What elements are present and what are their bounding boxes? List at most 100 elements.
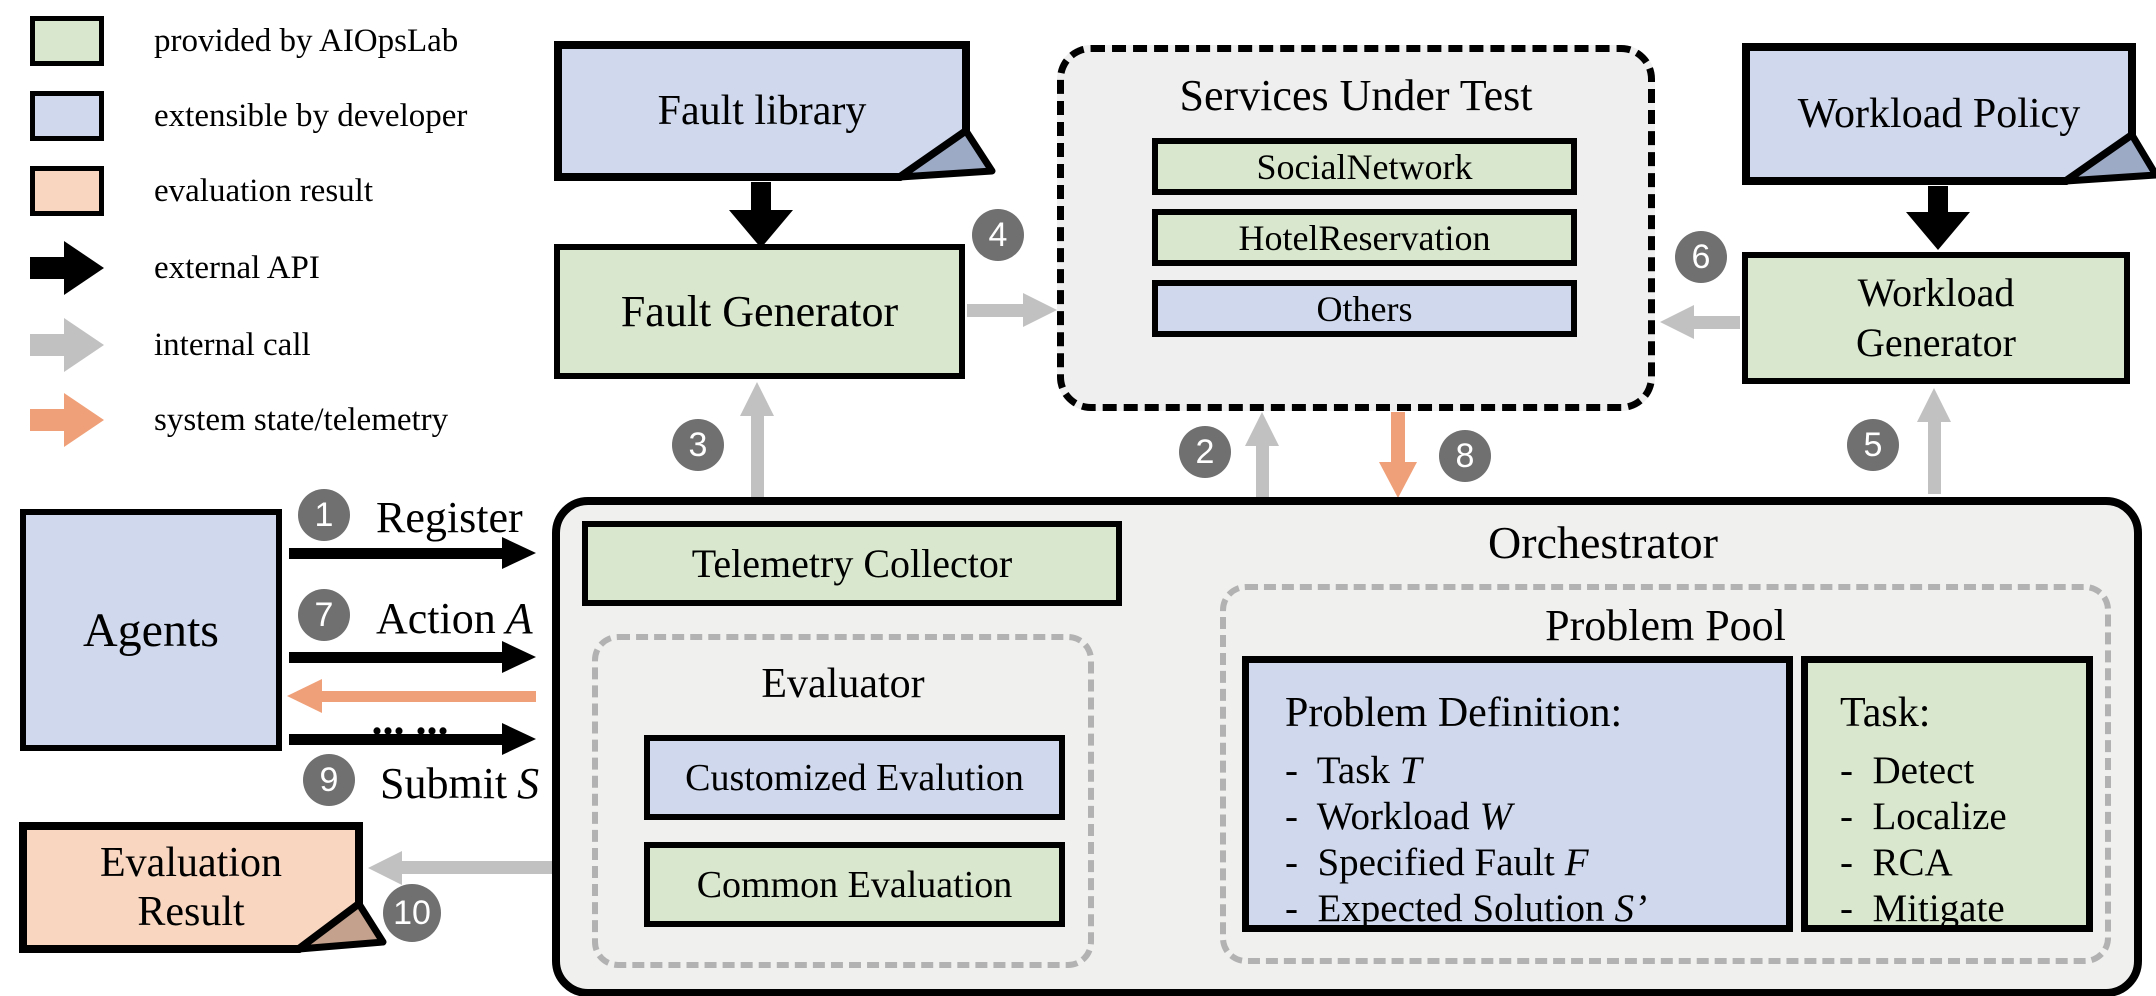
list-item: - RCA <box>1840 840 1953 884</box>
arrow-orch-to-workloadgen <box>1928 420 1941 494</box>
document-shape <box>554 41 996 181</box>
arrow-policy-to-workloadgen <box>1928 186 1948 216</box>
legend-row-evaluation: evaluation result <box>30 166 373 216</box>
node-label: Fault Generator <box>620 287 899 336</box>
node-label: Evaluation Result <box>100 840 282 935</box>
arrow-sut-telemetry-down-head <box>1379 462 1417 498</box>
step-3-badge: 3 <box>672 419 724 471</box>
evaluator-title: Evaluator <box>761 661 925 707</box>
legend-row-internal-call: internal call <box>30 318 311 372</box>
step-8-badge: 8 <box>1439 430 1491 482</box>
node-fault-generator: Fault Generator <box>554 244 965 379</box>
step-7-badge: 7 <box>298 589 350 641</box>
node-task: Task: - Detect - Localize - RCA - Mitiga… <box>1801 656 2093 932</box>
arrow-state-to-agents <box>320 691 536 702</box>
step-1-badge: 1 <box>298 489 350 541</box>
arrow-faultgen-to-sut <box>967 304 1023 317</box>
service-label: Others <box>1316 288 1413 329</box>
legend-row-extensible: extensible by developer <box>30 91 467 141</box>
arrow-orch-to-sut-head <box>1245 412 1279 446</box>
step-10-badge: 10 <box>383 884 441 942</box>
node-label: Workload Policy <box>1797 90 2081 137</box>
arrow-action <box>289 652 502 663</box>
step-2-badge: 2 <box>1179 426 1231 478</box>
services-under-test-container: Services Under Test SocialNetwork HotelR… <box>1057 45 1655 411</box>
step-5-badge: 5 <box>1847 419 1899 471</box>
step-4-badge: 4 <box>972 209 1024 261</box>
problem-definition-title: Problem Definition: <box>1285 690 1623 736</box>
task-title: Task: <box>1840 690 1931 736</box>
document-shape <box>19 822 387 953</box>
legend-label: internal call <box>154 326 311 363</box>
arrow-orch-to-sut <box>1256 444 1269 497</box>
service-label: HotelReservation <box>1238 217 1491 258</box>
arrow-orch-to-workloadgen-head <box>1917 388 1951 422</box>
node-telemetry-collector: Telemetry Collector <box>582 521 1122 606</box>
problem-pool-title: Problem Pool <box>1545 601 1786 650</box>
arrow-faultlib-to-faultgen-head <box>729 210 793 248</box>
service-socialnetwork: SocialNetwork <box>1152 138 1577 195</box>
arrow-faultgen-to-sut-head <box>1023 293 1057 327</box>
arrow-register-head <box>502 537 536 569</box>
node-label: Telemetry Collector <box>691 541 1013 586</box>
telemetry-arrow-icon <box>30 393 104 447</box>
legend-label: external API <box>154 249 320 286</box>
list-item: - Mitigate <box>1840 886 2005 930</box>
node-agents: Agents <box>20 509 282 751</box>
list-item: - Localize <box>1840 794 2007 838</box>
arrow-submit <box>289 734 502 745</box>
arrow-orch-to-faultgen <box>751 414 764 497</box>
arrow-orch-to-result <box>402 861 554 874</box>
service-hotelreservation: HotelReservation <box>1152 209 1577 266</box>
arrow-workloadgen-to-sut <box>1694 316 1740 329</box>
legend-label: system state/telemetry <box>154 401 449 438</box>
legend-row-external-api: external API <box>30 241 320 295</box>
node-fault-library: Fault library <box>554 41 1000 187</box>
list-item: - Detect <box>1840 748 1975 792</box>
node-workload-policy: Workload Policy <box>1742 43 2156 191</box>
service-others: Others <box>1152 280 1577 337</box>
orchestrator-title: Orchestrator <box>1488 517 1718 568</box>
node-label: Agents <box>83 603 219 657</box>
services-under-test-title: Services Under Test <box>1179 71 1533 120</box>
arrow-policy-to-workloadgen-head <box>1906 212 1970 250</box>
step-6-badge: 6 <box>1675 231 1727 283</box>
document-shape <box>1742 43 2156 185</box>
arrow-sut-telemetry-down <box>1391 412 1405 464</box>
legend-row-provided: provided by AIOpsLab <box>30 16 458 66</box>
node-workload-generator: Workload Generator <box>1742 252 2130 384</box>
step-9-badge: 9 <box>303 754 355 806</box>
arrow-workloadgen-to-sut-head <box>1660 305 1694 339</box>
legend-swatch-peach <box>30 166 104 216</box>
internal-call-arrow-icon <box>30 318 104 372</box>
node-label: Workload Generator <box>1856 270 2016 365</box>
node-label: Fault library <box>657 87 867 134</box>
arrow-faultlib-to-faultgen <box>751 182 771 214</box>
service-label: SocialNetwork <box>1256 146 1473 187</box>
legend-label: extensible by developer <box>154 97 468 134</box>
node-label: Common Evaluation <box>696 863 1013 906</box>
arrow-orch-to-result-head <box>368 851 402 885</box>
legend-label: evaluation result <box>154 172 374 209</box>
node-customized-evaluation: Customized Evalution <box>644 735 1065 820</box>
flow-register-label: Register <box>376 493 523 542</box>
external-api-arrow-icon <box>30 241 104 295</box>
task-list: - Detect - Localize - RCA - Mitigate <box>1840 747 2007 931</box>
legend-swatch-green <box>30 16 104 66</box>
node-evaluation-result: Evaluation Result <box>19 822 393 959</box>
node-label: Customized Evalution <box>685 756 1024 799</box>
arrow-register <box>289 548 502 559</box>
arrow-action-head <box>502 641 536 673</box>
legend-swatch-blue <box>30 91 104 141</box>
legend-row-telemetry: system state/telemetry <box>30 393 448 447</box>
arrow-orch-to-faultgen-head <box>740 382 774 416</box>
